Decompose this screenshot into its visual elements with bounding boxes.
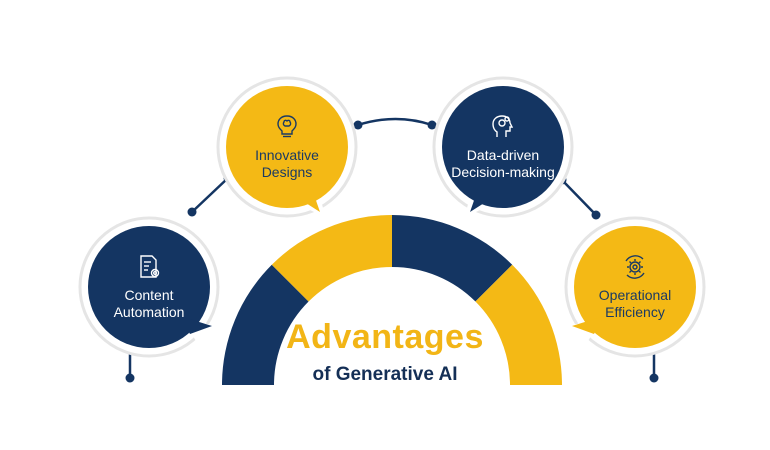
arc-segment: [475, 264, 562, 385]
gear-cycle-icon: [625, 255, 645, 279]
connector-dot: [187, 207, 197, 217]
speech-bubble: [216, 76, 358, 218]
document-gear-icon: [140, 255, 160, 278]
speech-bubble: [78, 216, 220, 358]
connector-dot: [591, 210, 601, 220]
semicircle-arc: [222, 215, 562, 385]
node-content-automation: Content Automation: [78, 216, 220, 358]
connector-dot: [353, 120, 363, 130]
connector-data-to-operational: [561, 179, 597, 216]
node-label: Content Automation: [113, 287, 185, 320]
node-operational-efficiency: Operational Efficiency: [564, 216, 706, 358]
arc-segment: [392, 215, 513, 302]
node-label: Innovative Designs: [255, 147, 319, 180]
connector-dot: [427, 120, 437, 130]
connector-dot: [125, 373, 135, 383]
node-label: Data-driven Decision-making: [451, 147, 555, 180]
speech-bubble: [564, 216, 706, 358]
connector-dot: [649, 373, 659, 383]
lightbulb-brain-icon: [277, 115, 297, 138]
center-title: Advantages: [286, 318, 484, 356]
center-subtitle: of Generative AI: [312, 364, 458, 385]
node-data-driven-decision-making: Data-driven Decision-making: [432, 76, 574, 218]
arc-segment: [271, 215, 392, 302]
node-innovative-designs: Innovative Designs: [216, 76, 358, 218]
head-gears-icon: [492, 115, 514, 137]
speech-bubble: [432, 76, 574, 218]
connector-innovative-to-data: [357, 117, 433, 127]
connector-innovative-to-automation: [191, 177, 229, 213]
node-label: Operational Efficiency: [598, 287, 672, 320]
arc-segment: [222, 264, 309, 385]
